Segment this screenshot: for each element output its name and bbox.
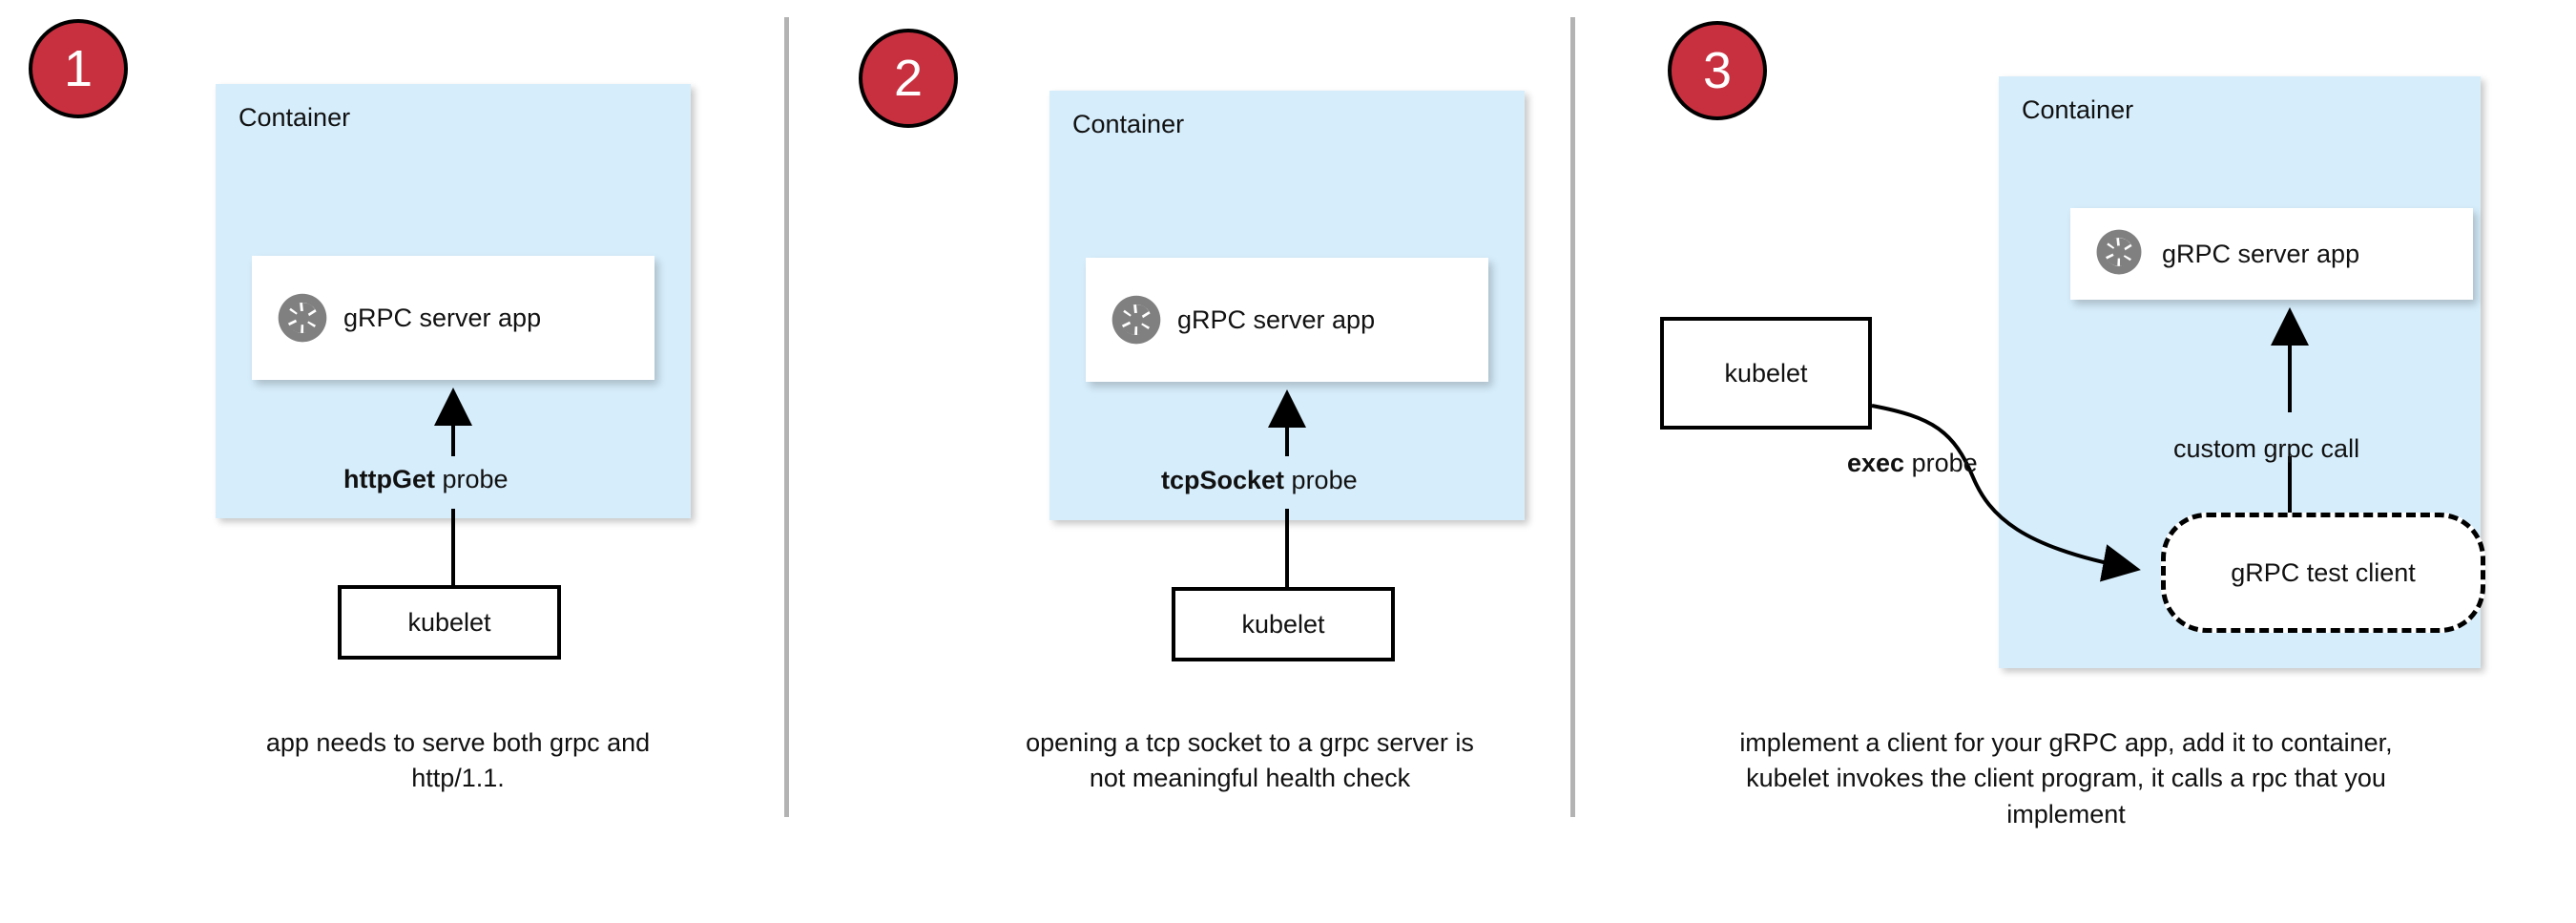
kubelet-label-2: kubelet	[1241, 609, 1325, 639]
caption-1: app needs to serve both grpc and http/1.…	[265, 728, 651, 793]
probe-kind-label-3: exec	[1847, 449, 1905, 477]
container-label-1: Container	[239, 103, 351, 132]
probe-word-label-1: probe	[434, 465, 509, 493]
probe-word-label-3: probe	[1904, 449, 1978, 477]
grpc-test-client-box: gRPC test client	[2161, 513, 2485, 633]
tcpsocket-probe-label: tcpSocket probe	[1161, 466, 1358, 495]
step-badge-1: 1	[29, 19, 128, 118]
panel-divider-1	[784, 17, 789, 817]
custom-grpc-call-label: custom grpc call	[2173, 434, 2360, 463]
probe-word-label-2: probe	[1284, 466, 1358, 494]
probe-kind-label-1: httpGet	[343, 465, 435, 493]
grpc-server-app-card-2: gRPC server app	[1086, 258, 1488, 382]
grpc-server-app-label-1: gRPC server app	[343, 303, 542, 332]
grpc-test-client-label: gRPC test client	[2231, 557, 2416, 587]
grpc-logo-icon	[1111, 294, 1162, 346]
container-label-3: Container	[2022, 95, 2134, 124]
container-label-2: Container	[1072, 110, 1185, 138]
exec-probe-label: exec probe	[1847, 449, 1978, 478]
grpc-server-app-label-3: gRPC server app	[2162, 239, 2360, 268]
kubelet-box-3: kubelet	[1660, 317, 1872, 430]
grpc-server-app-card-3: gRPC server app	[2070, 208, 2473, 300]
caption-3: implement a client for your gRPC app, ad…	[1739, 728, 2393, 829]
kubelet-box-1: kubelet	[338, 585, 561, 660]
panel-step-2: 2 Container	[786, 0, 1572, 923]
grpc-server-app-label-2: gRPC server app	[1177, 304, 1376, 334]
kubelet-label-1: kubelet	[407, 607, 491, 637]
panel-step-1: 1 Container	[0, 0, 786, 923]
panel-step-3: 3 Container	[1572, 0, 2576, 923]
grpc-logo-icon	[2095, 228, 2147, 280]
grpc-server-app-card-1: gRPC server app	[252, 256, 654, 380]
kubelet-label-3: kubelet	[1724, 358, 1808, 388]
step-badge-2: 2	[859, 29, 958, 128]
kubelet-box-2: kubelet	[1172, 587, 1395, 661]
panel-divider-2	[1570, 17, 1575, 817]
caption-2: opening a tcp socket to a grpc server is…	[1026, 728, 1474, 793]
probe-kind-label-2: tcpSocket	[1161, 466, 1285, 494]
step-badge-3: 3	[1668, 21, 1767, 120]
grpc-logo-icon	[277, 292, 328, 344]
httpget-probe-label: httpGet probe	[343, 465, 509, 494]
